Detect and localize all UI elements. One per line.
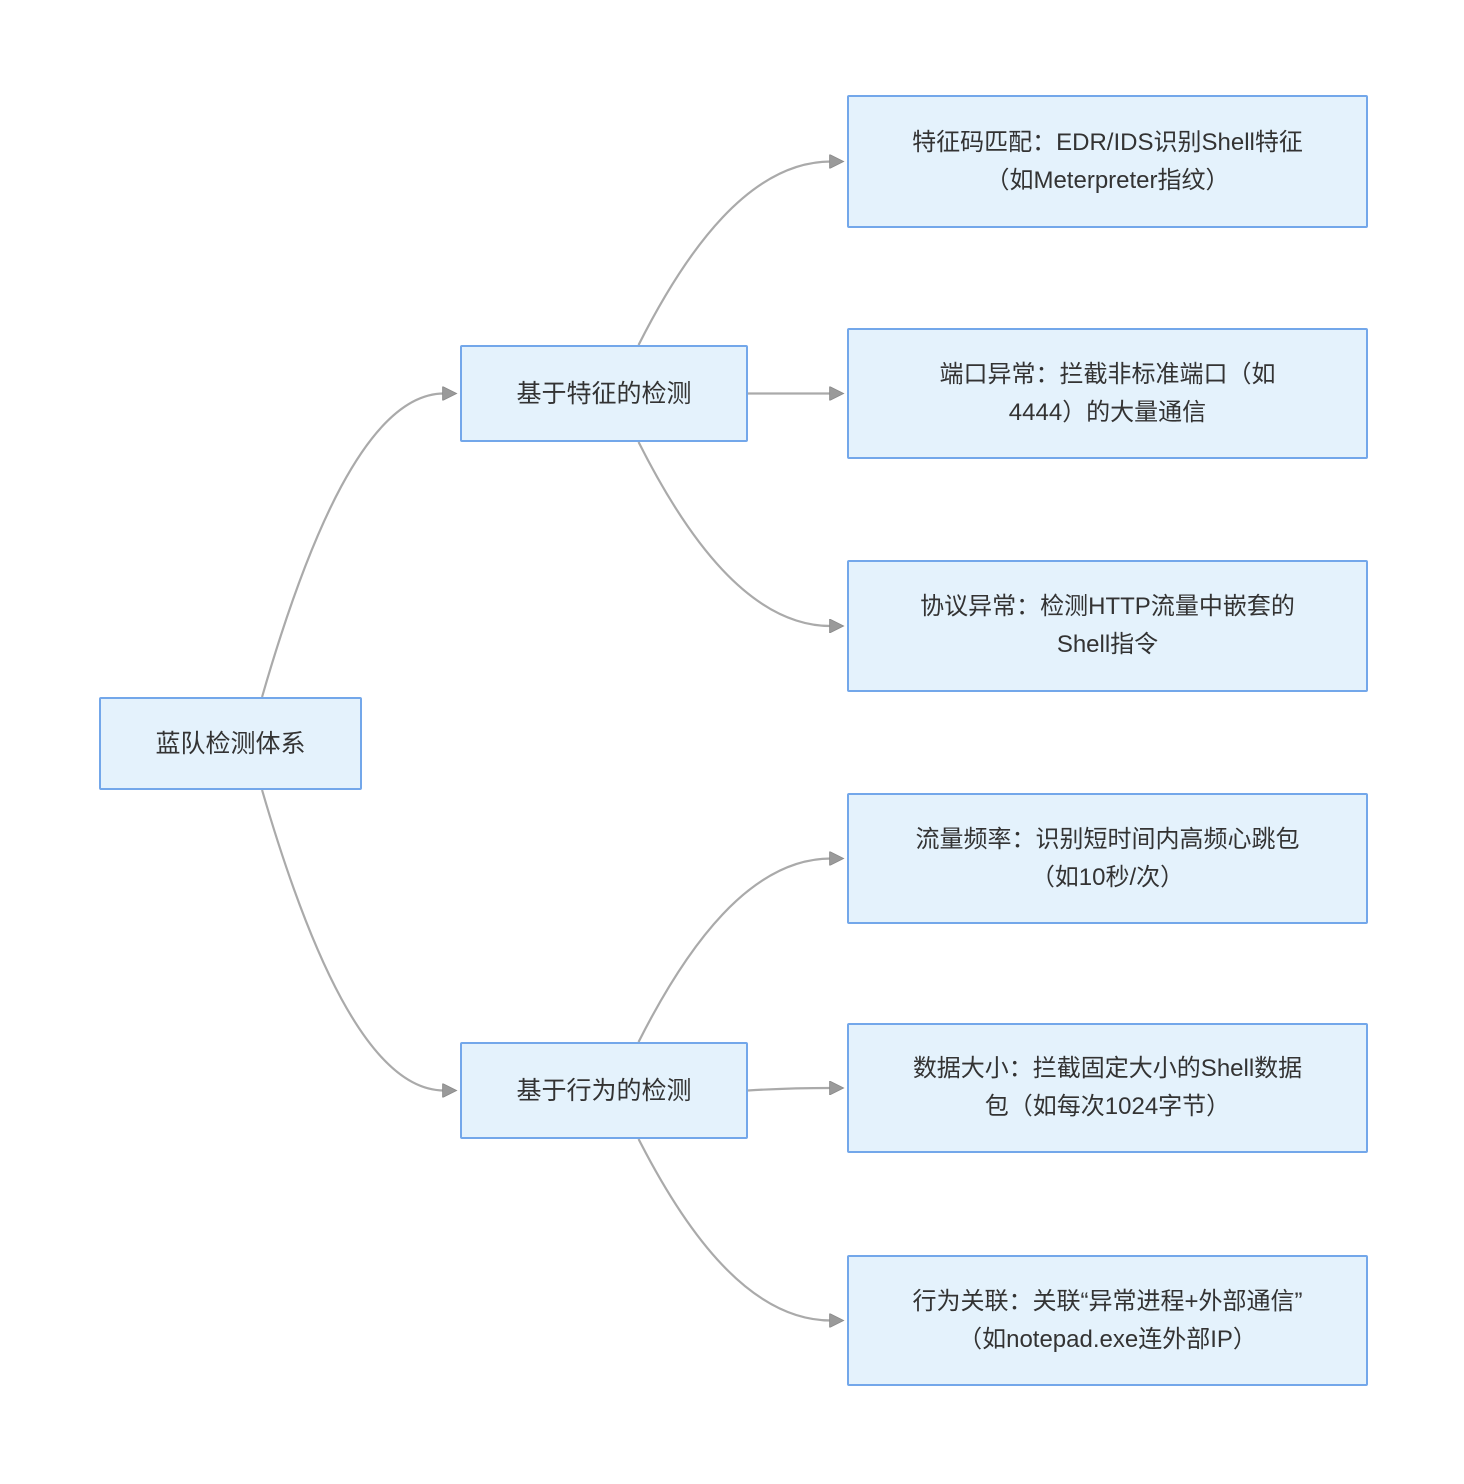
node-label: 协议异常：检测HTTP流量中嵌套的: [920, 593, 1295, 620]
node-label: 基于行为的检测: [516, 1076, 692, 1105]
node-label: 基于特征的检测: [516, 379, 692, 408]
edge-b1-l3: [637, 441, 831, 626]
node-label: Shell指令: [1056, 631, 1159, 658]
node-label: 特征码匹配：EDR/IDS识别Shell特征: [912, 128, 1303, 156]
edge-b1-l1: [637, 162, 831, 346]
node-label: 流量频率：识别短时间内高频心跳包: [915, 825, 1300, 853]
node-label: 端口异常：拦截非标准端口（如: [939, 360, 1276, 388]
node-l6[interactable]: 行为关联：关联“异常进程+外部通信” （如notepad.exe连外部IP）: [847, 1255, 1368, 1386]
node-l5[interactable]: 数据大小：拦截固定大小的Shell数据包（如每次1024字节）: [847, 1023, 1368, 1153]
node-label: （如Meterpreter指纹）: [985, 166, 1230, 194]
node-label: 蓝队检测体系: [155, 729, 306, 758]
node-l2[interactable]: 端口异常：拦截非标准端口（如 4444）的大量通信: [847, 328, 1368, 459]
node-l4[interactable]: 流量频率：识别短时间内高频心跳包 （如10秒/次）: [847, 793, 1368, 924]
node-label: 行为关联：关联“异常进程+外部通信”: [912, 1287, 1303, 1315]
node-l3[interactable]: 协议异常：检测HTTP流量中嵌套的 Shell指令: [847, 560, 1368, 692]
node-b2[interactable]: 基于行为的检测: [460, 1042, 748, 1139]
edge-b2-l5: [747, 1088, 831, 1091]
node-label: （如10秒/次）: [1030, 863, 1185, 891]
node-label: 4444）的大量通信: [1008, 398, 1207, 426]
edge-root-b1: [261, 394, 444, 698]
node-label: 包（如每次1024字节）: [984, 1093, 1231, 1120]
edge-b2-l6: [637, 1138, 831, 1321]
node-label: 数据大小：拦截固定大小的Shell数据: [912, 1055, 1303, 1082]
node-root[interactable]: 蓝队检测体系: [99, 697, 362, 790]
node-b1[interactable]: 基于特征的检测: [460, 345, 748, 442]
node-l1[interactable]: 特征码匹配：EDR/IDS识别Shell特征 （如Meterpreter指纹）: [847, 95, 1368, 228]
edge-root-b2: [261, 789, 444, 1091]
node-label: （如notepad.exe连外部IP）: [958, 1325, 1257, 1353]
edge-b2-l4: [637, 859, 831, 1043]
